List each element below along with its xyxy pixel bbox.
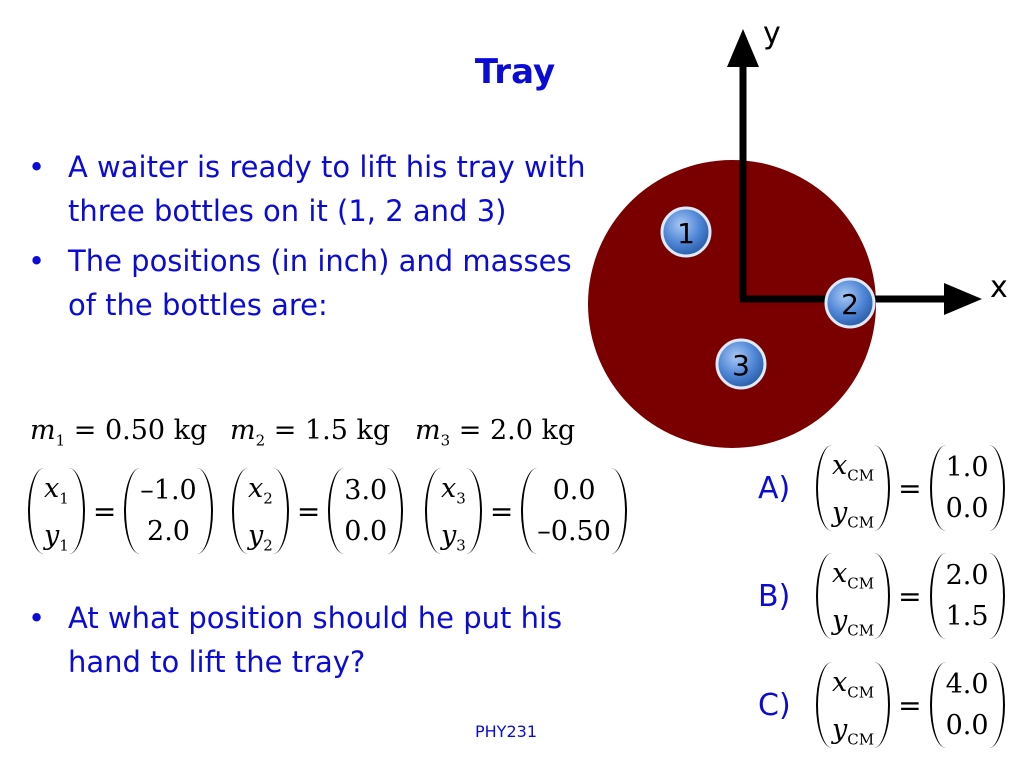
x-axis-arrowhead: [944, 283, 982, 315]
bullet-text: A waiter is ready to lift his tray with …: [68, 150, 586, 228]
svg-text:2: 2: [841, 288, 859, 321]
mass-2: m2 = 1.5 kg: [230, 415, 391, 450]
choice-label: C): [758, 687, 791, 723]
choice-label: A): [758, 470, 791, 506]
y-axis-arrowhead: [727, 29, 759, 67]
bottle-1: 1: [660, 206, 712, 258]
bullet-dot: •: [28, 150, 46, 184]
bullet-item: • The positions (in inch) and masses of …: [28, 239, 608, 327]
mass-1: m1 = 0.50 kg: [30, 415, 208, 450]
choice-label: B): [758, 578, 791, 614]
bullet-item: • A waiter is ready to lift his tray wit…: [28, 145, 608, 233]
slide-title: Tray: [474, 52, 556, 92]
svg-text:3: 3: [732, 349, 750, 382]
y-axis-label: y: [763, 16, 781, 51]
bullet-text: The positions (in inch) and masses of th…: [68, 244, 572, 322]
bottle-2: 2: [824, 277, 876, 329]
bottle-3: 3: [715, 338, 767, 390]
bullet-text: At what position should he put his hand …: [68, 601, 563, 679]
bullet-dot: •: [28, 601, 46, 635]
bullet-list-top: • A waiter is ready to lift his tray wit…: [28, 145, 608, 327]
x-axis-label: x: [990, 270, 1008, 305]
bullet-dot: •: [28, 244, 46, 278]
tray-disc: [588, 160, 876, 448]
footer-course-code: PHY231: [475, 722, 537, 741]
bullet-item: • At what position should he put his han…: [28, 596, 608, 684]
tray-diagram: y x 1 2 3: [588, 16, 1008, 448]
svg-text:1: 1: [677, 217, 695, 250]
mass-3: m3 = 2.0 kg: [415, 415, 576, 450]
bullet-list-bottom: • At what position should he put his han…: [28, 596, 608, 684]
